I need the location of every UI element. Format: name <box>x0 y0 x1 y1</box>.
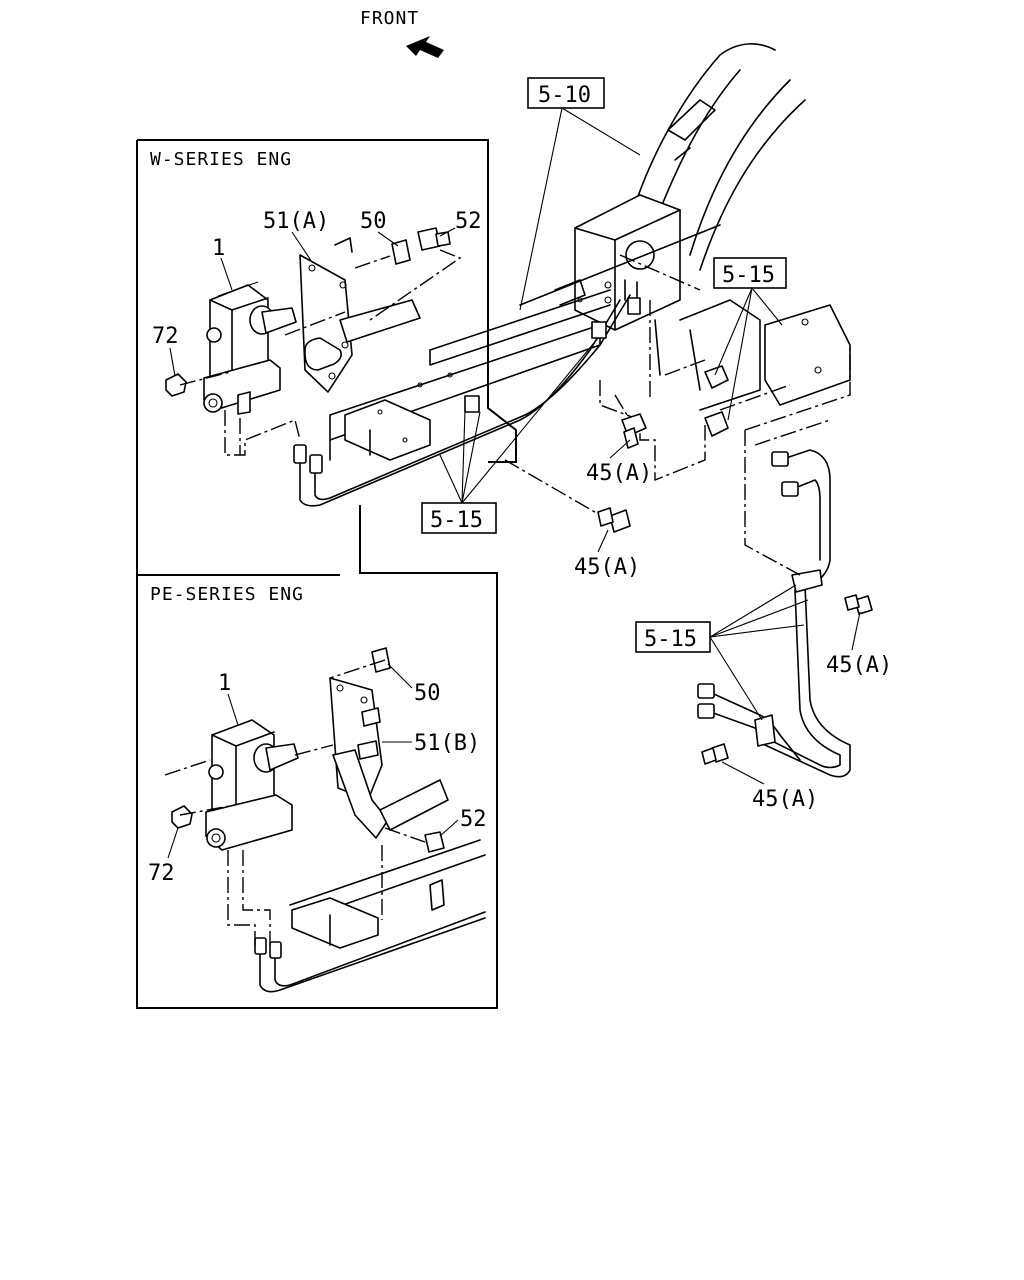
w-part-52-label: 52 <box>455 209 482 234</box>
reference-5-15-lower-right: 5-15 <box>635 584 809 721</box>
pe-bolt-52-icon <box>424 831 445 853</box>
bolt-45a-center-label: 45(A) <box>574 555 640 580</box>
reference-5-15-center: 5-15 <box>421 337 599 534</box>
reference-5-15-upper-right: 5-15 <box>713 257 787 421</box>
reference-5-10: 5-10 <box>519 77 641 311</box>
w-part-50-label: 50 <box>360 209 387 234</box>
w-part-51a-label: 51(A) <box>263 209 329 234</box>
bolt-45a-bottom-icon <box>701 743 729 765</box>
bolts-right <box>597 413 873 765</box>
ref-5-15-center-label: 5-15 <box>430 508 483 533</box>
bolt-45a-right-label: 45(A) <box>826 653 892 678</box>
w-part-1-label: 1 <box>212 236 225 261</box>
w-bolt-50-icon <box>391 239 411 265</box>
pe-separator-assembly <box>205 719 299 851</box>
bolt-45a-upper-label: 45(A) <box>586 461 652 486</box>
front-arrow-icon <box>406 36 444 58</box>
pe-part-51b-label: 51(B) <box>414 731 480 756</box>
ref-5-10-label: 5-10 <box>538 83 591 108</box>
bolt-45a-center-icon <box>597 507 631 533</box>
pe-part-72-label: 72 <box>148 861 175 886</box>
w-series-panel: W-SERIES ENG <box>136 139 517 576</box>
assembly-lines-right <box>504 254 851 576</box>
bolt-45a-bottom-label: 45(A) <box>752 787 818 812</box>
pe-bolt-50-icon <box>371 647 391 673</box>
w-bracket-51a <box>299 237 421 393</box>
w-bolt-52-icon <box>417 227 451 251</box>
callouts-45a: 45(A) 45(A) 45(A) 45(A) <box>574 439 892 812</box>
pe-part-1-label: 1 <box>218 671 231 696</box>
w-series-title: W-SERIES ENG <box>150 149 292 170</box>
pe-part-50-label: 50 <box>414 681 441 706</box>
fuel-pipes <box>293 279 851 778</box>
ref-5-15-lower-right-label: 5-15 <box>644 627 697 652</box>
pe-bracket-51b <box>329 677 449 839</box>
front-indicator: FRONT <box>360 8 444 58</box>
ref-5-15-upper-right-label: 5-15 <box>722 263 775 288</box>
pe-series-title: PE-SERIES ENG <box>150 584 304 605</box>
bolt-45a-right-icon <box>844 594 873 615</box>
cab-structure <box>329 43 851 461</box>
bolt-45a-upper-icon <box>621 413 647 449</box>
pe-part-52-label: 52 <box>460 807 487 832</box>
w-separator-assembly <box>203 281 297 415</box>
front-label: FRONT <box>360 8 419 29</box>
pe-series-panel: PE-SERIES ENG <box>136 505 498 1009</box>
w-nut-72-icon <box>165 373 187 397</box>
w-part-72-label: 72 <box>152 324 179 349</box>
pe-nut-72-icon <box>171 805 193 829</box>
